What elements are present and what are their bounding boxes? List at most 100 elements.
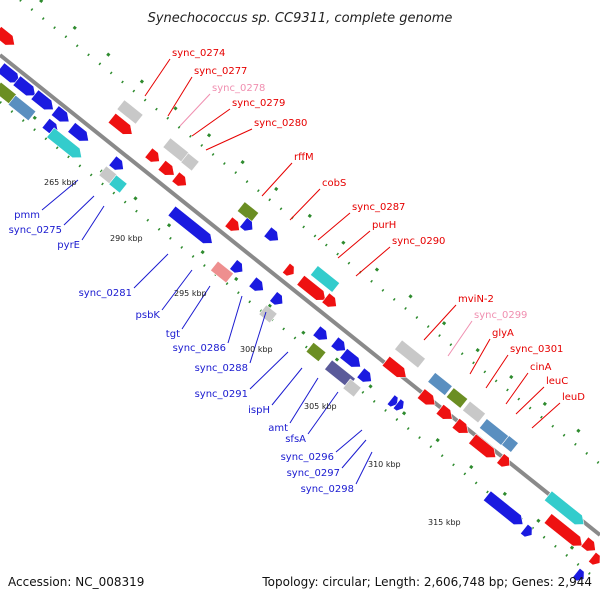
gene-label-forward: sync_0278	[212, 83, 265, 94]
gene-feature	[7, 94, 37, 122]
gene-label-forward: glyA	[492, 328, 514, 339]
label-leader	[447, 320, 473, 357]
gene-label-reverse: tgt	[166, 329, 180, 340]
gene-label-reverse: sync_0298	[301, 484, 354, 495]
label-leader	[337, 230, 371, 259]
label-leader	[289, 377, 319, 424]
gene-label-forward: sync_0279	[232, 98, 285, 109]
label-leader	[144, 58, 171, 97]
gene-feature	[342, 378, 362, 398]
label-leader	[81, 205, 105, 241]
gene-feature	[30, 89, 54, 111]
reverse-labels: pmmsync_0275pyrEsync_0281psbKtgtsync_028…	[9, 210, 354, 495]
gene-feature	[478, 418, 510, 446]
gene-feature	[167, 205, 213, 244]
gene-label-forward: mviN-2	[458, 294, 494, 305]
label-leader	[289, 188, 321, 221]
gene-feature	[451, 417, 469, 434]
gene-feature	[50, 105, 70, 123]
gene-feature	[210, 260, 234, 284]
gene-label-forward: sync_0301	[510, 344, 563, 355]
position-tick-label: 315 kbp	[428, 518, 461, 527]
gene-label-reverse: sfsA	[285, 434, 306, 445]
gene-feature	[296, 274, 326, 301]
position-tick-label: 265 kbp	[44, 178, 77, 187]
label-leaders	[41, 58, 561, 485]
gene-feature	[269, 291, 284, 306]
label-leader	[227, 295, 243, 344]
position-tick-label: 310 kbp	[368, 460, 401, 469]
gene-feature	[239, 217, 254, 232]
accession-text: Accession: NC_008319	[8, 575, 144, 589]
gene-feature	[543, 513, 583, 547]
gene-feature	[571, 567, 585, 582]
label-leader	[335, 429, 363, 453]
gene-label-forward: rffM	[294, 152, 314, 163]
gene-label-reverse: pyrE	[57, 240, 80, 251]
gene-feature	[258, 304, 278, 324]
label-leader	[179, 93, 211, 127]
label-leader	[307, 391, 339, 435]
gene-feature	[67, 122, 89, 142]
gene-label-forward: cobS	[322, 178, 346, 189]
label-leader	[191, 108, 231, 137]
position-tick-label: 290 kbp	[110, 234, 143, 243]
forward-labels: sync_0274sync_0277sync_0278sync_0279sync…	[172, 48, 585, 403]
gene-feature	[157, 159, 175, 176]
label-leader	[515, 386, 545, 415]
gene-feature	[501, 435, 519, 453]
gene-feature	[107, 112, 133, 135]
gene-label-reverse: sync_0286	[173, 343, 226, 354]
position-tick-label: 300 kbp	[240, 345, 273, 354]
gene-label-forward: sync_0287	[352, 202, 405, 213]
gene-feature	[108, 155, 124, 171]
label-leader	[249, 311, 267, 364]
label-leader	[249, 351, 289, 390]
gene-feature	[392, 398, 405, 412]
label-leader	[355, 451, 373, 485]
label-leader	[63, 195, 95, 226]
gene-feature	[394, 339, 426, 369]
label-leader	[161, 269, 193, 311]
gene-label-forward: sync_0280	[254, 118, 307, 129]
label-leader	[505, 372, 529, 405]
gene-feature	[229, 259, 244, 274]
gene-label-reverse: sync_0288	[195, 363, 248, 374]
label-leader	[341, 439, 367, 469]
gene-label-reverse: sync_0296	[281, 452, 334, 463]
gene-feature	[482, 490, 524, 525]
map-title: Synechococcus sp. CC9311, complete genom…	[148, 11, 453, 26]
gene-feature	[386, 394, 399, 408]
label-leader	[317, 212, 351, 241]
gene-feature	[580, 536, 596, 552]
gene-feature	[435, 403, 453, 420]
label-leader	[469, 338, 491, 375]
gene-feature	[0, 26, 15, 46]
gene-feature	[281, 262, 295, 277]
gene-feature	[462, 400, 486, 424]
gene-feature	[108, 174, 128, 194]
gene-feature	[305, 341, 327, 363]
gene-feature	[416, 388, 436, 406]
gene-feature	[381, 355, 407, 378]
label-leader	[181, 285, 211, 330]
gene-label-reverse: ispH	[248, 405, 270, 416]
gene-label-forward: sync_0290	[392, 236, 445, 247]
gene-label-reverse: sync_0297	[287, 468, 340, 479]
gene-feature	[519, 523, 533, 538]
gene-label-forward: leuC	[546, 376, 568, 387]
label-leader	[355, 246, 391, 277]
gene-feature	[263, 226, 279, 242]
topology-text: Topology: circular; Length: 2,606,748 bp…	[261, 575, 592, 589]
gene-feature	[356, 367, 372, 383]
gene-feature	[445, 387, 469, 409]
gene-feature	[496, 453, 511, 468]
gene-label-forward: leuD	[562, 392, 585, 403]
gene-label-reverse: amt	[268, 423, 288, 434]
gene-feature	[116, 99, 144, 125]
gene-label-reverse: pmm	[14, 210, 40, 221]
label-leader	[423, 304, 457, 341]
gene-feature	[180, 152, 200, 172]
